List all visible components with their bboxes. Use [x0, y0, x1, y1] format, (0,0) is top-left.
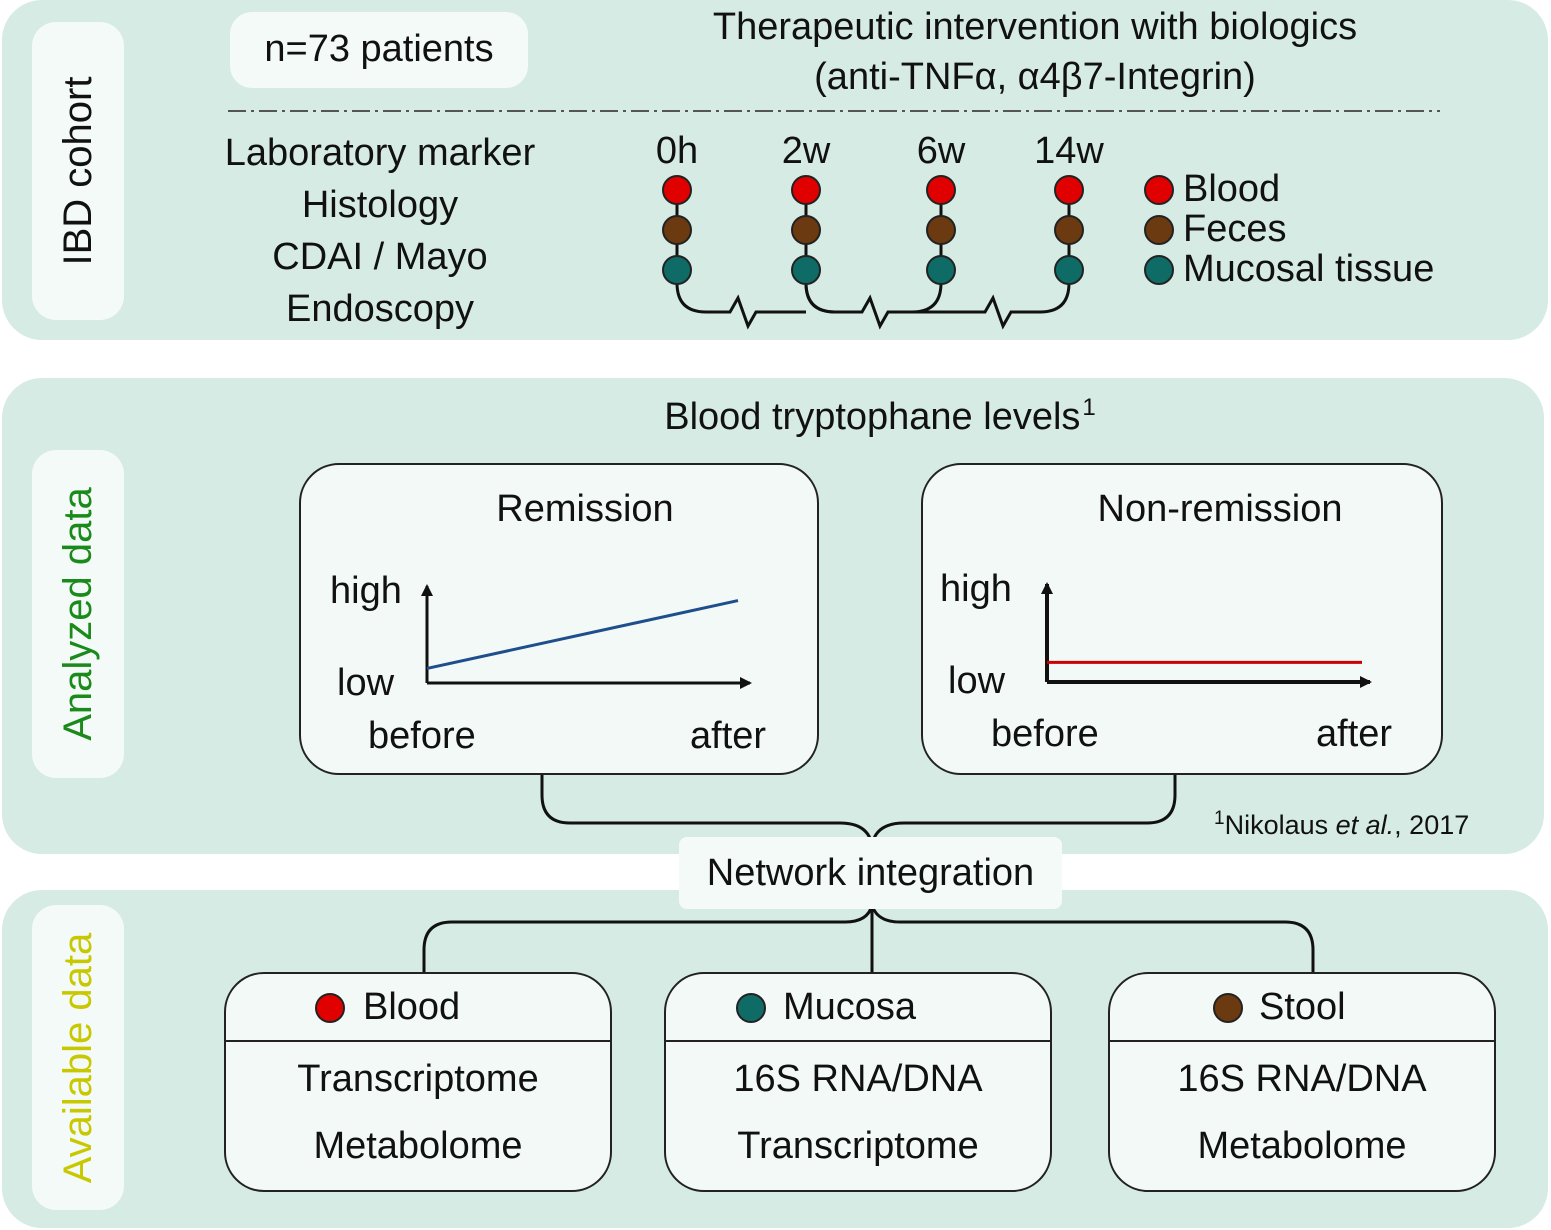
- mucosa-card-title: Mucosa: [783, 986, 917, 1028]
- measure-cdai-mayo: CDAI / Mayo: [272, 236, 488, 278]
- network-integration-label: Network integration: [706, 852, 1035, 894]
- available-data-label: Available data: [56, 932, 100, 1184]
- ibd-cohort-side-pill: [32, 22, 124, 320]
- remission-x-after: after: [690, 715, 767, 757]
- stool-card-title: Stool: [1259, 986, 1346, 1028]
- feces-dot-6w: [926, 215, 956, 245]
- tryptophane-title: Blood tryptophane levels1: [560, 394, 1200, 439]
- nonremission-x-before: before: [991, 713, 1099, 755]
- mucosa-data-card: [664, 972, 1052, 1192]
- reference-etal: et al.: [1335, 810, 1395, 840]
- intervention-title: Therapeutic intervention with biologics: [712, 6, 1358, 48]
- available-data-side-pill: [32, 905, 124, 1210]
- legend-blood-dot: [1144, 175, 1174, 205]
- blood-card-item-1: Transcriptome: [297, 1058, 539, 1100]
- reference-author: Nikolaus: [1224, 810, 1336, 840]
- mucosa-card-header: [666, 974, 1050, 1042]
- nonremission-card: [921, 463, 1443, 775]
- blood-dot-14w: [1054, 175, 1084, 205]
- intervention-subtitle: (anti-TNFα, α4β7-Integrin): [814, 56, 1256, 98]
- blood-data-card: [224, 972, 612, 1192]
- blood-card-item-2: Metabolome: [313, 1125, 523, 1167]
- nonremission-x-after: after: [1316, 713, 1393, 755]
- nonremission-y-low: low: [948, 660, 1006, 702]
- measure-endoscopy: Endoscopy: [285, 288, 474, 330]
- feces-dot-14w: [1054, 215, 1084, 245]
- feces-dot-2w: [791, 215, 821, 245]
- timepoint-14w: 14w: [1034, 130, 1104, 172]
- blood-card-dot: [315, 993, 345, 1023]
- measure-laboratory: Laboratory marker: [224, 132, 536, 174]
- legend-blood-label: Blood: [1183, 168, 1281, 210]
- stool-card-item-1: 16S RNA/DNA: [1177, 1058, 1427, 1100]
- reference-sup: 1: [1214, 808, 1225, 829]
- reference-note: 1Nikolaus et al., 2017: [1214, 808, 1469, 841]
- remission-x-before: before: [368, 715, 476, 757]
- mucosal-dot-0h: [662, 255, 692, 285]
- blood-dot-0h: [662, 175, 692, 205]
- mucosa-card-item-2: Transcriptome: [737, 1125, 979, 1167]
- stool-card-item-2: Metabolome: [1197, 1125, 1407, 1167]
- analyzed-data-label: Analyzed data: [56, 487, 100, 741]
- remission-y-high: high: [330, 570, 402, 612]
- feces-dot-0h: [662, 215, 692, 245]
- tryptophane-title-sup: 1: [1082, 394, 1096, 421]
- timepoint-0h: 0h: [655, 130, 699, 172]
- nonremission-title: Non-remission: [1097, 488, 1343, 530]
- tryptophane-title-text: Blood tryptophane levels: [664, 396, 1081, 438]
- analyzed-data-side-pill: [32, 450, 124, 778]
- timepoint-6w: 6w: [916, 130, 966, 172]
- blood-card-title: Blood: [363, 986, 461, 1028]
- timepoint-2w: 2w: [781, 130, 831, 172]
- network-integration-badge: [679, 837, 1062, 909]
- legend-mucosal-dot: [1144, 255, 1174, 285]
- ibd-cohort-label: IBD cohort: [56, 76, 100, 266]
- legend-feces-dot: [1144, 215, 1174, 245]
- legend-mucosal-label: Mucosal tissue: [1183, 248, 1435, 290]
- stool-data-card: [1108, 972, 1496, 1192]
- mucosa-card-item-1: 16S RNA/DNA: [733, 1058, 983, 1100]
- stool-card-dot: [1213, 993, 1243, 1023]
- blood-card-header: [226, 974, 610, 1042]
- nonremission-y-high: high: [940, 568, 1012, 610]
- measure-histology: Histology: [301, 184, 459, 226]
- remission-y-low: low: [337, 662, 395, 704]
- reference-year: , 2017: [1394, 810, 1470, 840]
- mucosa-card-dot: [736, 993, 766, 1023]
- stool-card-header: [1110, 974, 1494, 1042]
- remission-title: Remission: [496, 488, 674, 530]
- mucosal-dot-2w: [791, 255, 821, 285]
- mucosal-dot-14w: [1054, 255, 1084, 285]
- blood-dot-6w: [926, 175, 956, 205]
- blood-dot-2w: [791, 175, 821, 205]
- patients-count: n=73 patients: [264, 28, 494, 70]
- patients-badge: [230, 12, 528, 88]
- legend-feces-label: Feces: [1183, 208, 1287, 250]
- mucosal-dot-6w: [926, 255, 956, 285]
